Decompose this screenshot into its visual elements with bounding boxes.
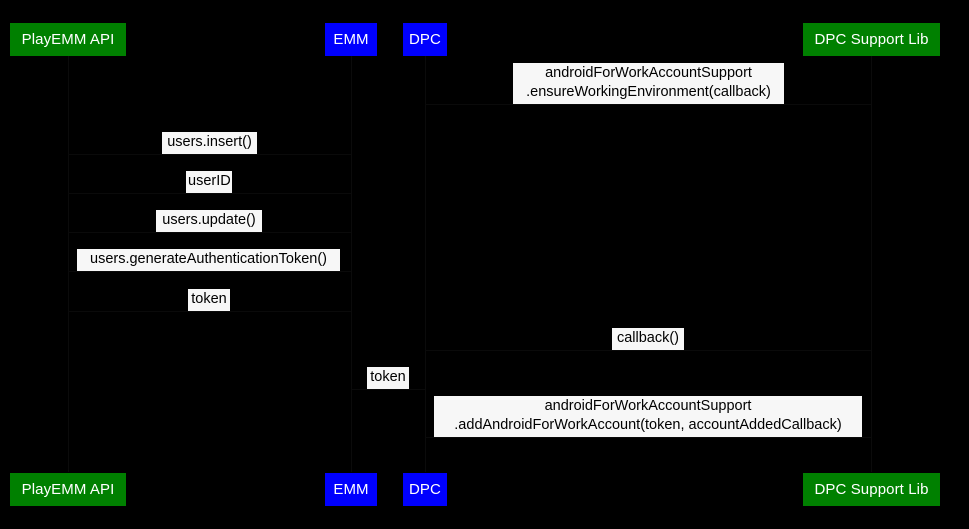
participant-label: PlayEMM API [21, 31, 115, 48]
message-label-userid: userID [186, 171, 232, 193]
participant-dpc-support-lib-bottom[interactable]: DPC Support Lib [803, 473, 940, 506]
message-label-users-insert: users.insert() [162, 132, 257, 154]
message-label-ensure-working-environment: androidForWorkAccountSupport .ensureWork… [513, 63, 784, 104]
message-line-generate-authentication-token [68, 271, 351, 272]
participant-label: DPC [409, 481, 441, 498]
participant-label: DPC Support Lib [814, 481, 929, 498]
participant-label: DPC [409, 31, 441, 48]
message-label-add-android-for-work-account: androidForWorkAccountSupport .addAndroid… [434, 396, 862, 437]
participant-dpc-top[interactable]: DPC [403, 23, 447, 56]
participant-dpc-support-lib-top[interactable]: DPC Support Lib [803, 23, 940, 56]
message-line-callback [425, 350, 871, 351]
message-label-callback: callback() [612, 328, 684, 350]
message-label-users-update: users.update() [156, 210, 262, 232]
participant-label: EMM [333, 31, 369, 48]
participant-label: EMM [333, 481, 369, 498]
lifeline-playemm-api [68, 56, 69, 472]
message-line-users-update [68, 232, 351, 233]
message-line-userid [68, 193, 351, 194]
message-label-generate-authentication-token: users.generateAuthenticationToken() [77, 249, 340, 271]
message-label-token-to-emm: token [188, 289, 230, 311]
participant-emm-top[interactable]: EMM [325, 23, 377, 56]
lifeline-dpc-support-lib [871, 56, 872, 472]
message-line-token-to-dpc [351, 389, 425, 390]
message-line-users-insert [68, 154, 351, 155]
participant-label: DPC Support Lib [814, 31, 929, 48]
participant-label: PlayEMM API [21, 481, 115, 498]
message-line-ensure-working-environment [425, 104, 871, 105]
participant-dpc-bottom[interactable]: DPC [403, 473, 447, 506]
message-line-add-android-for-work-account [425, 437, 871, 438]
message-label-token-to-dpc: token [367, 367, 409, 389]
lifeline-emm [351, 56, 352, 472]
participant-emm-bottom[interactable]: EMM [325, 473, 377, 506]
message-line-token-to-emm [68, 311, 351, 312]
participant-playemm-api-top[interactable]: PlayEMM API [10, 23, 126, 56]
participant-playemm-api-bottom[interactable]: PlayEMM API [10, 473, 126, 506]
lifeline-dpc [425, 56, 426, 472]
